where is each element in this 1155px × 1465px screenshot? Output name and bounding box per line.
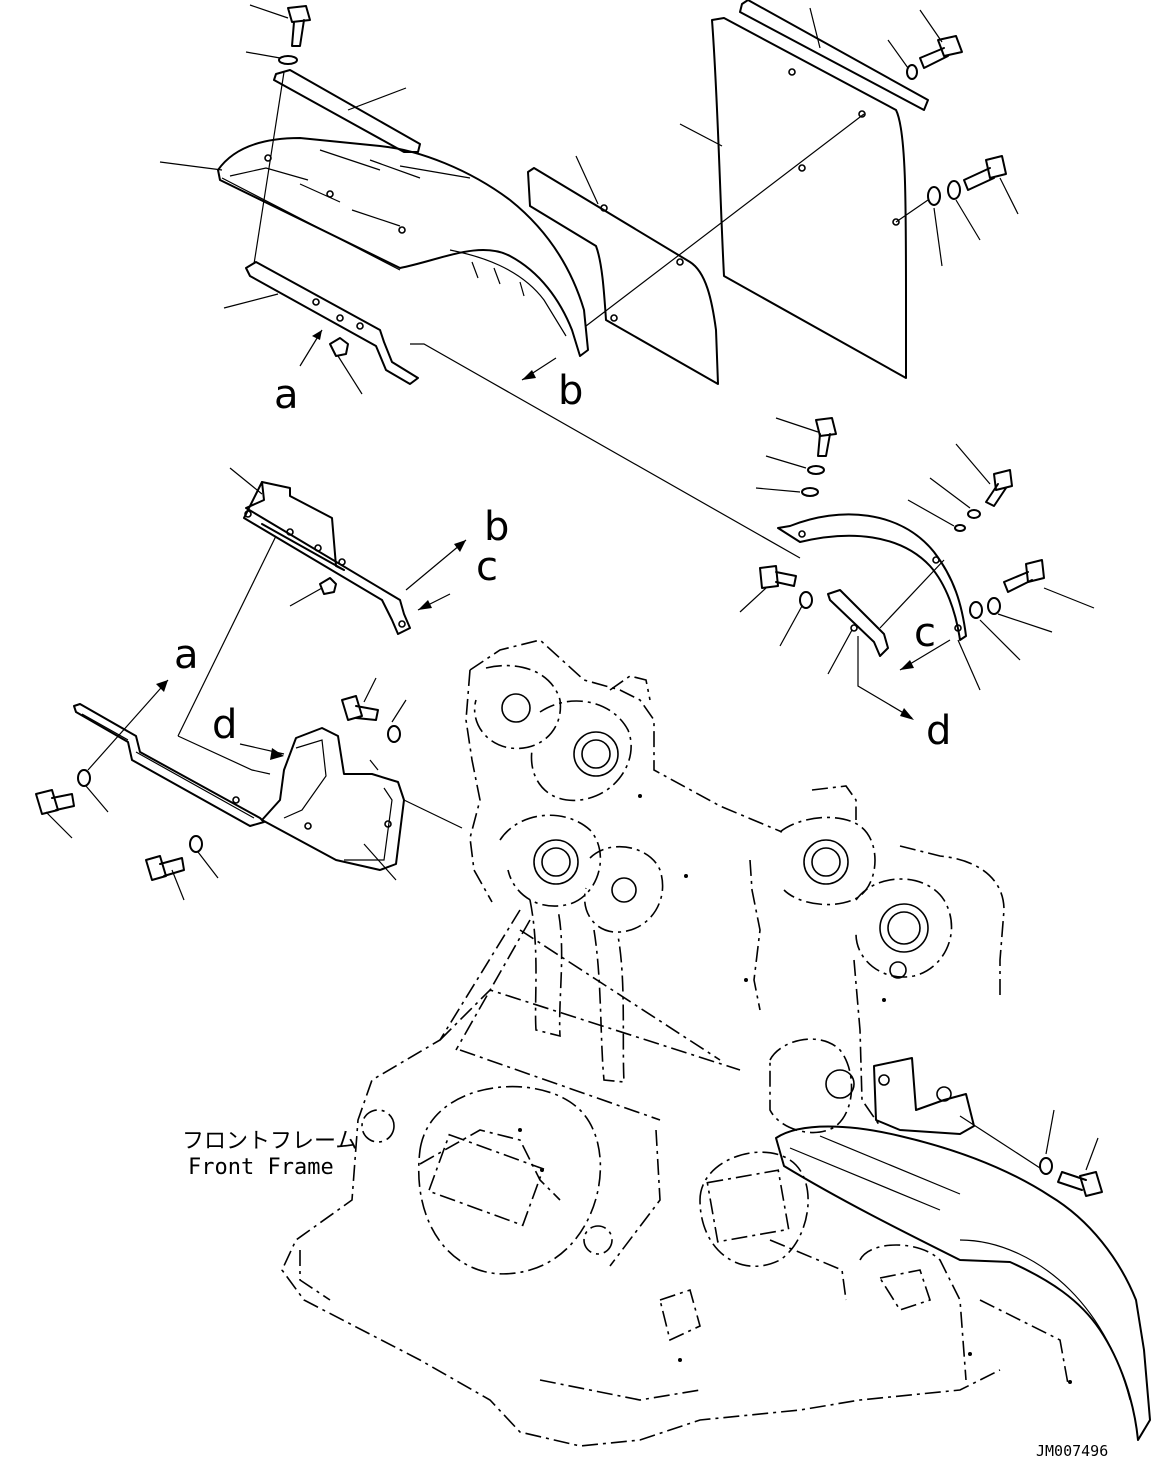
bracket-plate — [261, 727, 405, 871]
mounted-fender — [775, 1125, 1151, 1441]
callout-a-top: a — [274, 372, 299, 418]
arc-stay — [777, 513, 967, 641]
arc-stay-assembly — [739, 417, 1095, 720]
frame-label-en: Front Frame — [188, 1155, 334, 1180]
nut-icon — [329, 337, 349, 357]
bolt-icon — [1003, 559, 1045, 593]
callout-b-top: b — [558, 368, 583, 414]
callout-b-mid: b — [484, 504, 509, 550]
callout-c-right: c — [914, 610, 936, 656]
small-bracket — [827, 589, 889, 657]
frame-label-jp: フロントフレーム — [182, 1129, 357, 1154]
drawing-code: JM007496 — [1036, 1442, 1108, 1460]
washer-icon — [987, 597, 1001, 615]
lower-bracket — [245, 261, 419, 385]
washer-icon — [77, 769, 91, 787]
fender-cover — [217, 137, 589, 357]
callout-d-left: d — [212, 702, 237, 748]
shield-bracket — [229, 467, 467, 635]
washer-icon — [969, 601, 983, 619]
washer-icon — [801, 487, 819, 497]
large-mudflap — [711, 17, 907, 379]
washer-icon — [799, 591, 813, 609]
front-frame — [281, 639, 1151, 1447]
small-plate — [527, 167, 719, 385]
flap-strip — [739, 0, 929, 111]
washer-icon — [1039, 1157, 1053, 1175]
washer-icon — [278, 55, 298, 65]
bolt-icon — [759, 565, 797, 589]
washer-icon — [927, 186, 941, 206]
bolt-icon — [963, 155, 1007, 191]
washer-icon — [906, 64, 918, 80]
lower-stay-assembly — [35, 535, 463, 901]
bolt-icon — [815, 417, 837, 457]
top-strip — [273, 69, 421, 153]
callout-d-right: d — [926, 708, 951, 754]
bolt-icon — [35, 789, 75, 815]
bolt-icon — [287, 5, 311, 47]
washer-icon — [189, 835, 203, 853]
bolt-icon — [919, 35, 963, 69]
fender-assembly-upper — [159, 4, 589, 395]
callout-c-mid: c — [476, 544, 498, 590]
bolt-icon — [985, 469, 1013, 507]
nut-icon — [319, 577, 337, 595]
washer-icon — [387, 725, 401, 743]
washer-icon — [967, 509, 981, 519]
washer-icon — [954, 524, 966, 532]
washer-icon — [947, 180, 961, 200]
bolt-icon — [145, 855, 185, 881]
mudflap-assembly — [521, 0, 1019, 385]
bolt-icon — [341, 695, 379, 721]
callout-a-left: a — [174, 632, 199, 678]
bolt-icon — [1057, 1171, 1103, 1197]
washer-icon — [807, 465, 825, 475]
